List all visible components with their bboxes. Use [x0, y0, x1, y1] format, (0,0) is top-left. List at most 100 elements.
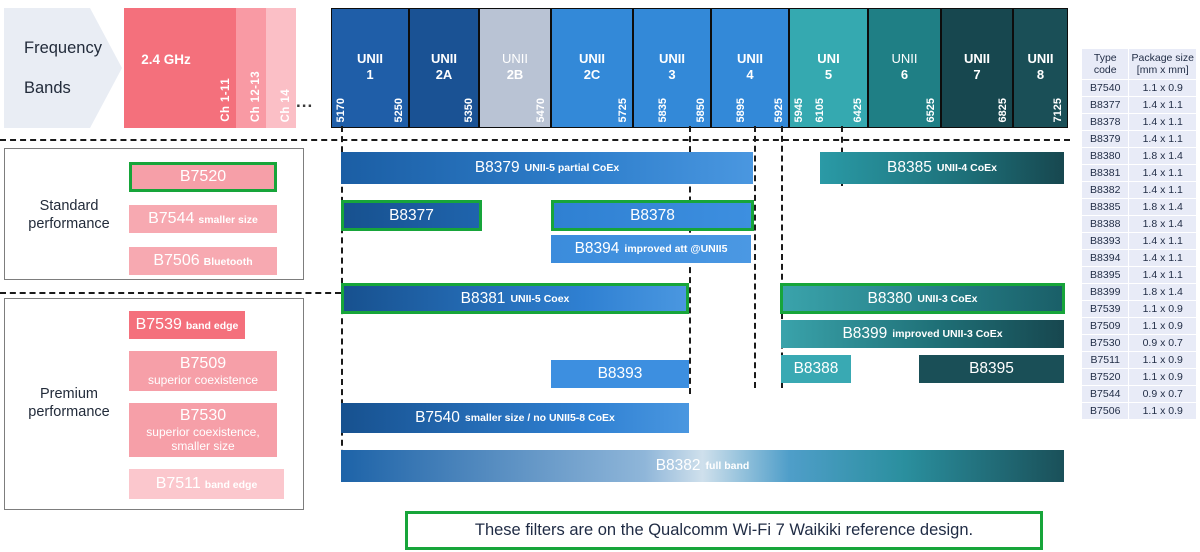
frequency-tick-6425: 6425: [852, 97, 864, 122]
cell-package-size: 1.1 x 0.9: [1128, 79, 1197, 97]
cell-type-code: B7544: [1080, 385, 1130, 403]
table-header-row: Type code Package size [mm x mm]: [1080, 48, 1197, 80]
filter-bar-b8377[interactable]: B8377: [341, 200, 482, 231]
frequency-tick-5350: 5350: [463, 97, 475, 122]
chip-code: B7544: [148, 209, 195, 227]
chip-subnote: smaller size: [171, 439, 235, 454]
band-segment-24ghz-2: Ch 12-13: [236, 8, 266, 128]
band-24ghz-label: 2.4 GHz: [141, 52, 191, 67]
cell-package-size: 1.1 x 0.9: [1128, 317, 1197, 335]
cell-type-code: B7509: [1080, 317, 1130, 335]
table-header-package-size: Package size [mm x mm]: [1128, 48, 1197, 80]
filter-bar-b8393[interactable]: B8393: [551, 360, 689, 388]
cell-package-size: 1.4 x 1.1: [1128, 113, 1197, 131]
cell-package-size: 1.4 x 1.1: [1128, 266, 1197, 284]
table-header-type-code: Type code: [1080, 48, 1130, 80]
bar-code: B8380: [867, 289, 913, 307]
chip-code: B7520: [179, 167, 227, 185]
cell-type-code: B8388: [1080, 215, 1130, 233]
panel-standard-title-line2: performance: [28, 216, 110, 232]
frequency-tick-7125: 7125: [1052, 97, 1064, 122]
reference-design-caption: These filters are on the Qualcomm Wi-Fi …: [405, 511, 1043, 550]
bar-code: B8399: [842, 325, 888, 342]
filter-chip-b7520[interactable]: B7520: [129, 162, 277, 192]
bar-code: B8381: [460, 289, 506, 307]
bar-note: improved UNII-3 CoEx: [892, 328, 1003, 340]
bar-note: full band: [705, 460, 750, 472]
guide-line-2: [754, 126, 756, 388]
frequency-tick-5850: 5850: [695, 97, 707, 122]
filter-bar-b8399[interactable]: B8399 improved UNII-3 CoEx: [781, 320, 1064, 348]
frequency-tick-5835: 5835: [657, 97, 669, 122]
bar-code: B8377: [389, 206, 434, 224]
cell-package-size: 1.4 x 1.1: [1128, 181, 1197, 199]
panel-premium-title: Premium performance: [13, 385, 125, 421]
cell-type-code: B7539: [1080, 300, 1130, 318]
bar-code: B8388: [793, 360, 839, 377]
bar-code: B8395: [969, 360, 1014, 377]
cell-type-code: B8394: [1080, 249, 1130, 267]
bar-code: B8379: [474, 159, 520, 176]
bar-code: B8394: [574, 240, 620, 257]
cell-type-code: B8381: [1080, 164, 1130, 182]
cell-package-size: 1.4 x 1.1: [1128, 249, 1197, 267]
panel-standard-title: Standard performance: [13, 197, 125, 233]
panel-premium-title-line1: Premium: [39, 386, 98, 402]
cell-type-code: B7506: [1080, 402, 1130, 420]
cell-type-code: B8378: [1080, 113, 1130, 131]
cell-package-size: 1.4 x 1.1: [1128, 96, 1197, 114]
frequency-bands-chevron: Frequency Bands: [4, 8, 122, 128]
ellipsis-label: ...: [296, 92, 314, 111]
frequency-tick-6105: 6105: [814, 97, 826, 122]
cell-package-size: 1.4 x 1.1: [1128, 164, 1197, 182]
bar-note: UNII-4 CoEx: [936, 162, 997, 174]
frequency-tick-5945: 5945: [793, 97, 805, 122]
cell-package-size: 1.1 x 0.9: [1128, 351, 1197, 369]
cell-package-size: 0.9 x 0.7: [1128, 385, 1197, 403]
filter-bar-b8395[interactable]: B8395: [919, 355, 1064, 383]
caption-text: These filters are on the Qualcomm Wi-Fi …: [474, 521, 974, 539]
filter-bar-b8378[interactable]: B8378: [551, 200, 754, 231]
filter-bar-b8388[interactable]: B8388: [781, 355, 851, 383]
band-segment-24ghz-0: 2.4 GHz: [124, 8, 208, 128]
chip-code: B7539: [135, 315, 182, 333]
cell-type-code: B8382: [1080, 181, 1130, 199]
